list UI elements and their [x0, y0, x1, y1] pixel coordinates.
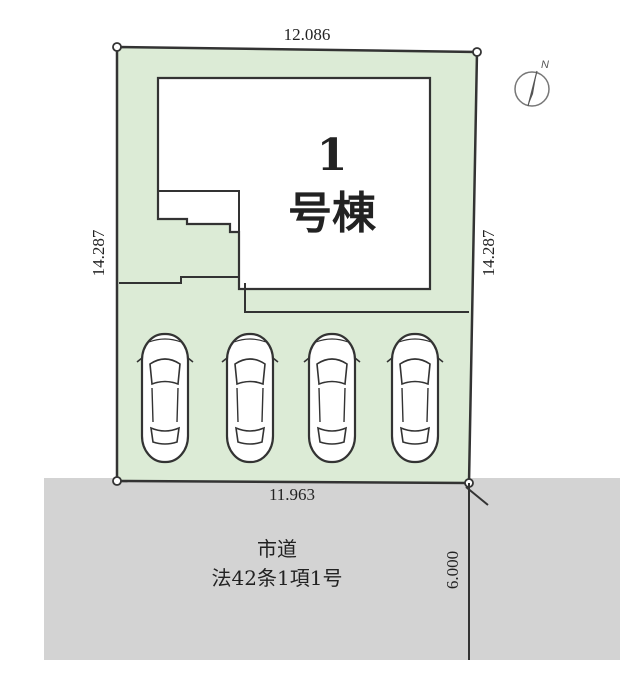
parking-car-1 — [135, 332, 195, 464]
dimension-bottom: 11.963 — [269, 485, 315, 504]
compass-label: N — [541, 59, 549, 71]
corner-marker — [112, 42, 122, 52]
road-name: 市道 — [257, 537, 297, 561]
parking-car-2 — [220, 332, 280, 464]
building-step-line — [158, 190, 240, 232]
corner-marker — [472, 47, 482, 57]
building-outline — [156, 76, 432, 291]
parking-car-3 — [302, 332, 362, 464]
road-classification: 法42条1項1号 — [212, 566, 343, 590]
north-compass-icon: N — [514, 59, 550, 107]
dimension-top: 12.086 — [284, 25, 331, 44]
dimension-road-width: 6.000 — [443, 551, 462, 589]
dimension-left: 14.287 — [89, 229, 108, 276]
parking-boundary-line — [119, 276, 469, 313]
road-area — [44, 478, 620, 660]
building-number: 1 — [317, 130, 348, 181]
building-name: 号棟 — [288, 188, 377, 239]
dimension-right: 14.287 — [479, 229, 498, 276]
parking-car-4 — [385, 332, 445, 464]
corner-marker — [112, 476, 122, 486]
road-width-tick — [465, 486, 489, 506]
